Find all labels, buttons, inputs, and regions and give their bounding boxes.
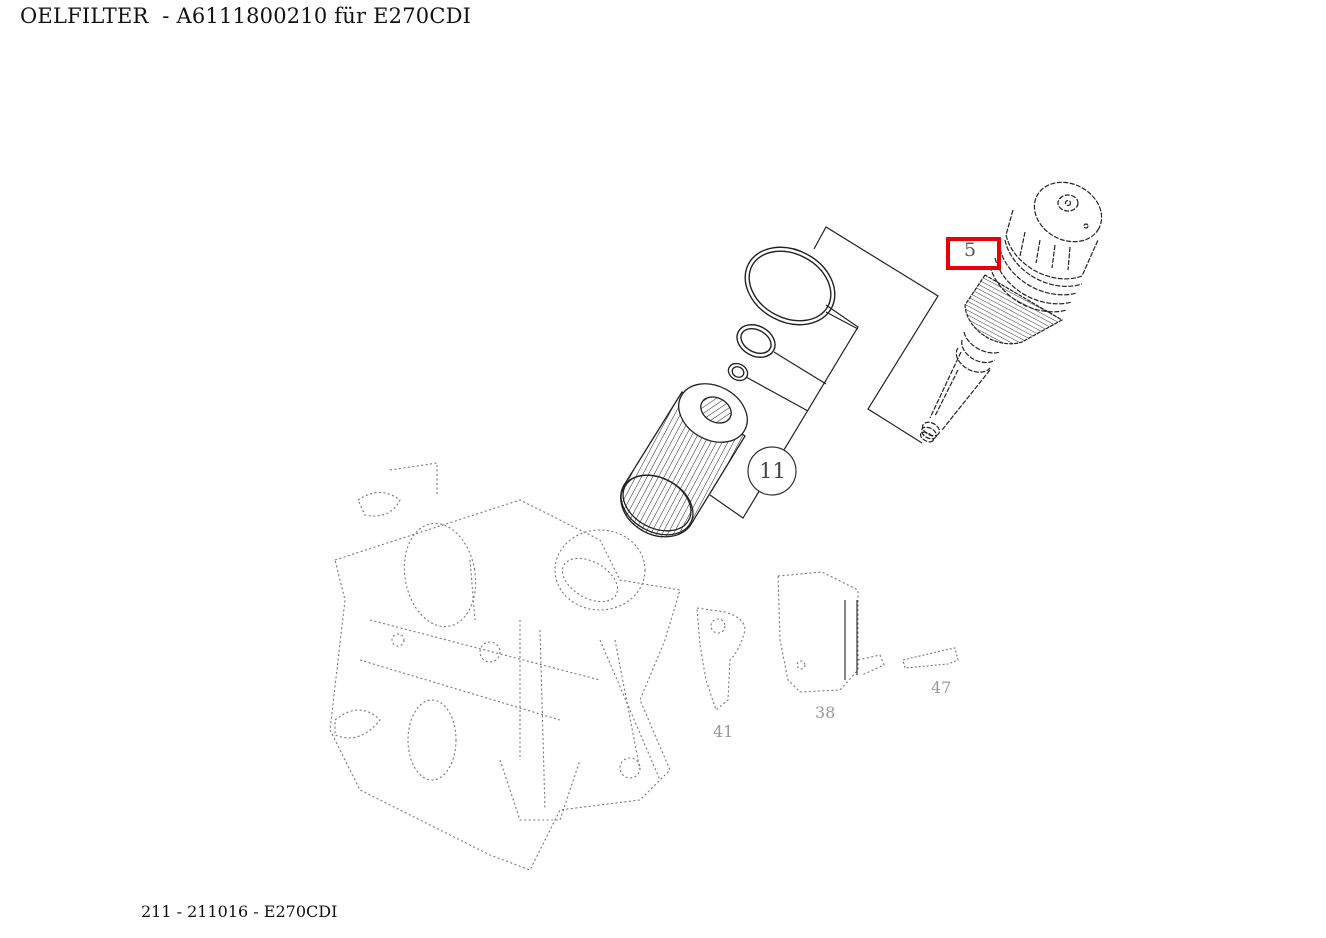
o-ring-medium [736,324,776,358]
engine-block [329,462,681,871]
highlight-box-part-5[interactable] [946,237,1001,270]
diagram-caption: 211 - 211016 - E270CDI [141,902,338,921]
plate-part-38-edges [844,600,858,680]
filter-housing-cap [919,181,1103,443]
o-ring-small [727,362,749,382]
callout-label-11[interactable]: 11 [759,459,786,483]
callout-circle-11 [747,446,797,496]
kit-bracket-lines [709,226,939,519]
bracket-part-41 [696,607,746,711]
o-ring-large [744,246,836,326]
callout-label-5[interactable]: 5 [964,239,977,261]
bolt-part-47 [902,647,959,669]
page-title: OELFILTER - A6111800210 für E270CDI [20,4,472,28]
plate-part-38 [777,571,885,693]
callout-label-41[interactable]: 41 [713,722,734,741]
filter-element [620,383,748,538]
callout-label-38[interactable]: 38 [815,703,836,722]
callout-label-47[interactable]: 47 [931,678,952,697]
